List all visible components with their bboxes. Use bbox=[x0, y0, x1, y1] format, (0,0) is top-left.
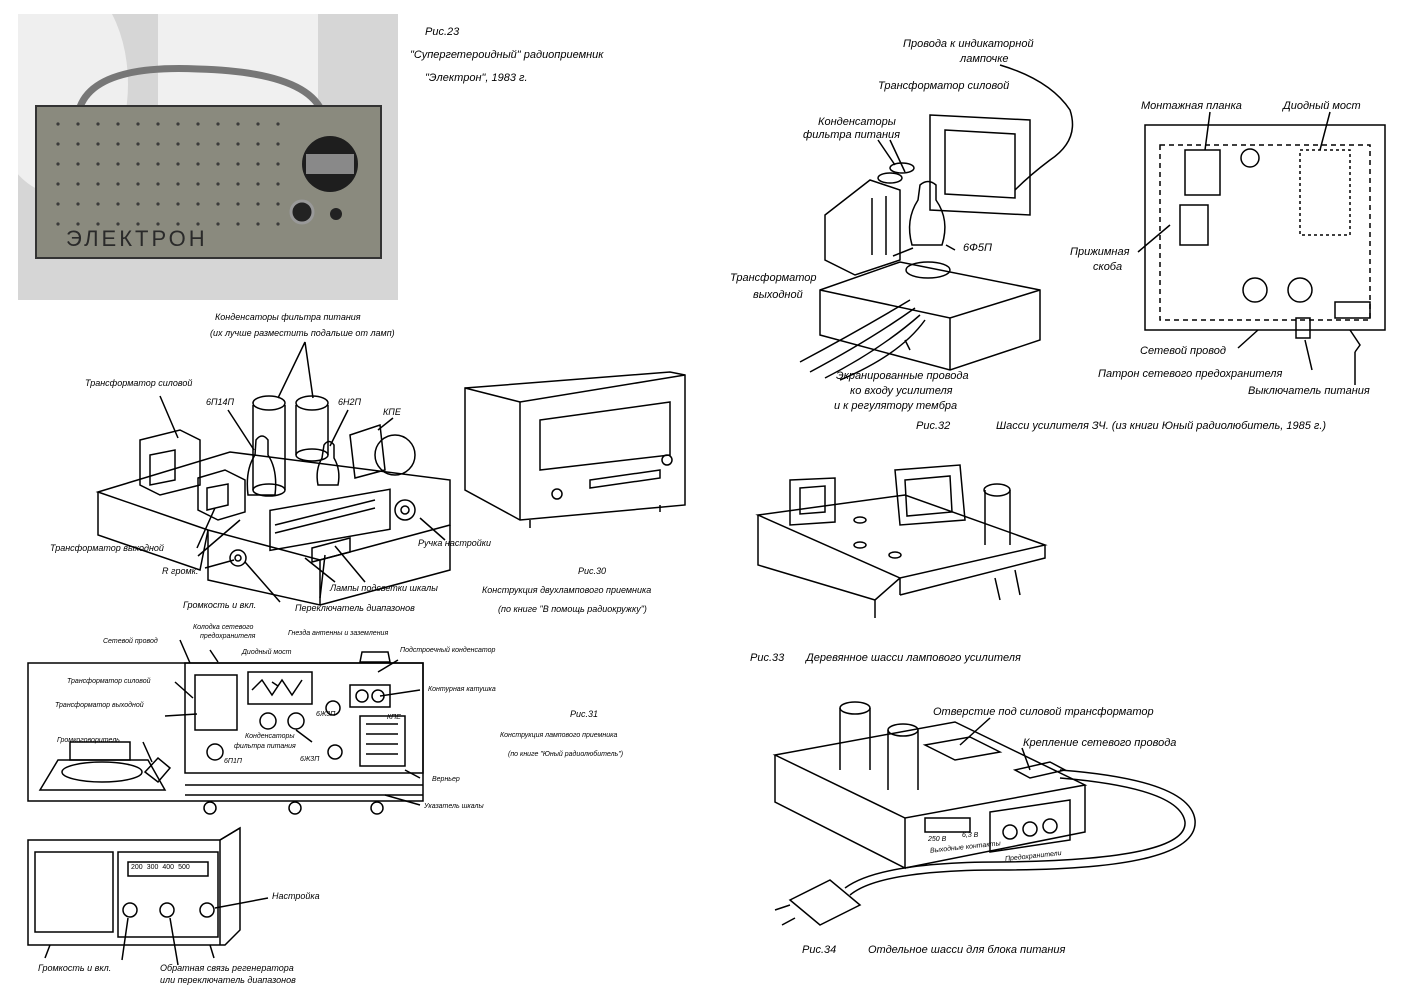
fig30-tube-6n2p: 6Н2П bbox=[338, 397, 362, 407]
fig30-power-transformer: Трансформатор силовой bbox=[85, 378, 193, 388]
fig32-shielded-2: ко входу усилителя bbox=[850, 385, 953, 397]
fig31-tuning: Настройка bbox=[272, 891, 320, 901]
fig30-drawing bbox=[95, 341, 686, 606]
fig30-filter-caps: Конденсаторы фильтра питания bbox=[215, 312, 361, 322]
fig31-diode-bridge: Диодный мост bbox=[242, 649, 292, 656]
fig32-fuse-holder: Патрон сетевого предохранителя bbox=[1098, 368, 1283, 380]
fig31-filter-caps-1: Конденсаторы bbox=[245, 733, 295, 740]
radio-photo: ЭЛЕКТРОН bbox=[18, 14, 398, 300]
fig31-tube-6zh3p-a: 6Ж3П bbox=[316, 711, 336, 718]
fig32-diode-bridge: Диодный мост bbox=[1283, 100, 1361, 112]
fig31-caption-num: Рис.31 bbox=[570, 709, 599, 719]
fig30-r-volume: R громк. bbox=[162, 566, 199, 576]
fig31-filter-caps-2: фильтра питания bbox=[234, 743, 296, 750]
fig31-volume-on: Громкость и вкл. bbox=[38, 963, 112, 973]
fig33-drawing bbox=[755, 464, 1048, 618]
fig31-kpe: КПЕ bbox=[387, 714, 401, 721]
fig32-clamp-2: скоба bbox=[1093, 261, 1123, 273]
fig32-caption-title: Шасси усилителя ЗЧ. (из книги Юный радио… bbox=[996, 420, 1327, 432]
photo-brand: ЭЛЕКТРОН bbox=[66, 226, 208, 251]
fig31-tube-6p1p: 6П1П bbox=[224, 758, 242, 765]
fig30-caption-source: (по книге "В помощь радиокружку") bbox=[498, 604, 647, 614]
fig32-shielded-1: Экранированные провода bbox=[836, 370, 969, 382]
fig32-filter-caps-1: Конденсаторы bbox=[818, 116, 896, 128]
fig34-caption-num: Рис.34 bbox=[802, 944, 837, 956]
fig32-lamp-wires-1: Провода к индикаторной bbox=[903, 38, 1034, 50]
fig31-feedback-1: Обратная связь регенератора bbox=[160, 963, 294, 973]
fig32-output-transformer-2: выходной bbox=[753, 289, 803, 301]
scale-mark: 200 bbox=[131, 864, 143, 871]
fig31-caption-title: Конструкция лампового приемника bbox=[500, 732, 618, 739]
fig31-caption-source: (по книге "Юный радиолюбитель") bbox=[508, 751, 624, 758]
fig34-v250: 250 В bbox=[928, 836, 947, 843]
fig32-caption-num: Рис.32 bbox=[916, 420, 951, 432]
fig23-caption-year: "Электрон", 1983 г. bbox=[425, 72, 528, 84]
fig32-shielded-3: и к регулятору тембра bbox=[834, 400, 958, 412]
scale-mark: 500 bbox=[178, 864, 190, 871]
fig31-power-transformer: Трансформатор силовой bbox=[67, 678, 151, 685]
fig34-caption-title: Отдельное шасси для блока питания bbox=[868, 944, 1066, 956]
fig32-tube-6f5p: 6Ф5П bbox=[963, 242, 992, 254]
fig31-scale: 200 300 400 500 bbox=[131, 864, 190, 871]
fig31-vernier: Верньер bbox=[432, 776, 460, 783]
fig33-caption-title: Деревянное шасси лампового усилителя bbox=[806, 652, 1021, 664]
fig32-mains-cord: Сетевой провод bbox=[1140, 345, 1226, 357]
fig31-drawing bbox=[27, 639, 424, 966]
fig31-mains-cord: Сетевой провод bbox=[103, 638, 158, 645]
fig32-mount-strip: Монтажная планка bbox=[1141, 100, 1242, 112]
fig32-output-transformer-1: Трансформатор bbox=[730, 272, 817, 284]
fig32-filter-caps-2: фильтра питания bbox=[803, 129, 901, 141]
fig33-caption-num: Рис.33 bbox=[750, 652, 785, 664]
fig30-tube-6p14p: 6П14П bbox=[206, 397, 235, 407]
fig31-fuse-block-2: предохранителя bbox=[200, 633, 256, 640]
fig31-fuse-block-1: Колодка сетевого bbox=[193, 624, 254, 631]
fig32-power-switch: Выключатель питания bbox=[1248, 385, 1370, 397]
fig34-v63: 6,3 В bbox=[962, 832, 979, 839]
fig34-transformer-hole: Отверстие под силовой трансформатор bbox=[933, 706, 1154, 718]
fig34-drawing bbox=[772, 701, 1196, 926]
fig31-loop-coil: Контурная катушка bbox=[428, 686, 496, 693]
fig23-caption-num: Рис.23 bbox=[425, 26, 460, 38]
scale-mark: 400 bbox=[162, 864, 175, 871]
fig32-power-transformer: Трансформатор силовой bbox=[878, 80, 1010, 92]
fig32-clamp-1: Прижимная bbox=[1070, 246, 1130, 258]
fig30-output-transformer: Трансформатор выходной bbox=[50, 543, 164, 553]
fig34-cord-mount: Крепление сетевого провода bbox=[1023, 737, 1177, 749]
fig30-caption-title: Конструкция двухлампового приемника bbox=[482, 585, 652, 595]
fig30-kpe: КПЕ bbox=[383, 407, 401, 417]
fig32-drawing bbox=[799, 64, 1386, 385]
fig30-volume-on: Громкость и вкл. bbox=[183, 600, 257, 610]
fig31-output-transformer: Трансформатор выходной bbox=[55, 702, 144, 709]
fig31-trimmer-cap: Подстроечный конденсатор bbox=[400, 647, 496, 654]
fig31-antenna-jacks: Гнезда антенны и заземления bbox=[288, 630, 389, 637]
fig31-loudspeaker: Громкоговоритель bbox=[57, 737, 120, 744]
fig30-filter-caps-note: (их лучше разместить подальше от ламп) bbox=[210, 328, 395, 338]
radio-photo-drawing: ЭЛЕКТРОН bbox=[18, 14, 398, 300]
fig31-scale-pointer: Указатель шкалы bbox=[424, 803, 484, 810]
fig30-band-switch: Переключатель диапазонов bbox=[295, 603, 415, 613]
scale-mark: 300 bbox=[146, 864, 159, 871]
fig31-feedback-2: или переключатель диапазонов bbox=[160, 975, 296, 985]
fig30-caption-num: Рис.30 bbox=[578, 566, 607, 576]
fig31-tube-6zh3p-b: 6Ж3П bbox=[300, 756, 320, 763]
fig30-scale-lamps: Лампы подсветки шкалы bbox=[330, 583, 438, 593]
fig32-lamp-wires-2: лампочке bbox=[960, 53, 1009, 65]
fig30-tuning-knob: Ручка настройки bbox=[418, 538, 492, 548]
fig23-caption-title: "Супергетероидный" радиоприемник bbox=[410, 49, 604, 61]
